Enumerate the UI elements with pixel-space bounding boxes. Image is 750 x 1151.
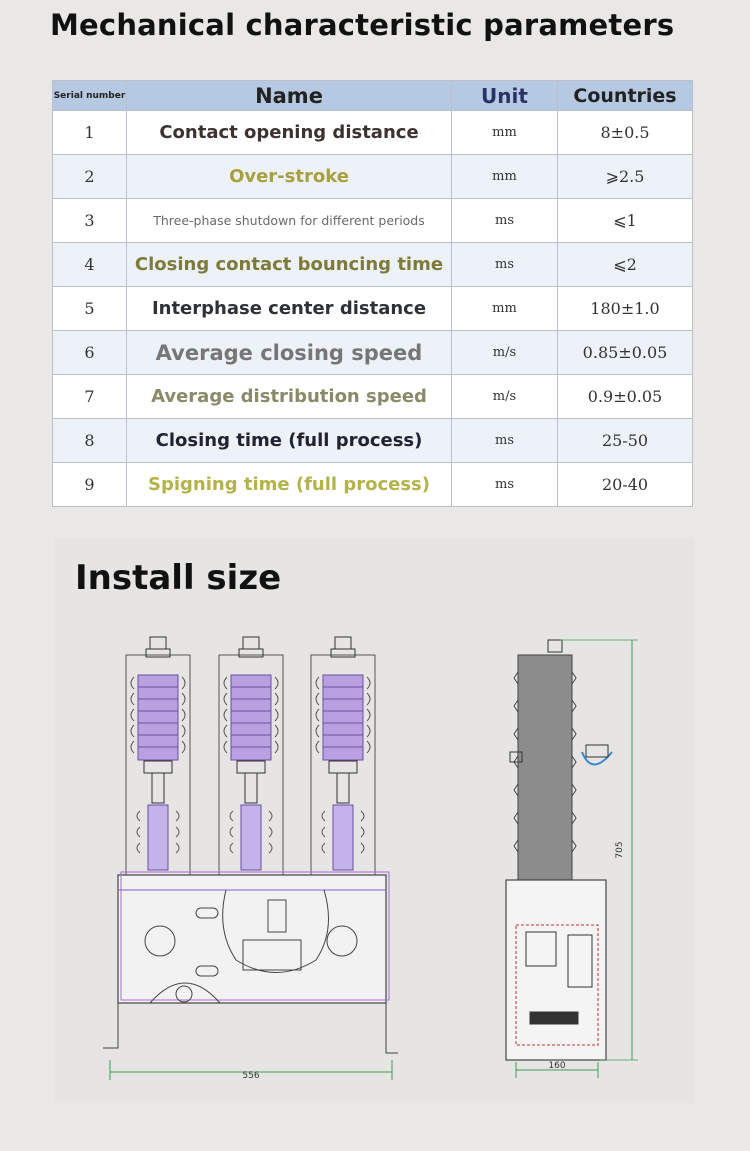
front-view: 556 — [103, 636, 398, 1081]
cell-unit: m/s — [451, 374, 558, 419]
header-countries: Countries — [557, 80, 693, 111]
cell-value: 8±0.5 — [557, 110, 693, 155]
cell-unit: m/s — [451, 330, 558, 375]
cell-value: 25-50 — [557, 418, 693, 463]
cell-name: Average distribution speed — [126, 374, 452, 419]
cell-unit: mm — [451, 154, 558, 199]
cell-serial: 8 — [52, 418, 127, 463]
cell-name: Interphase center distance — [126, 286, 452, 331]
cell-value: ⩾2.5 — [557, 154, 693, 199]
install-title: Install size — [75, 558, 282, 598]
cell-value: 20-40 — [557, 462, 693, 507]
cell-serial: 5 — [52, 286, 127, 331]
cell-unit: ms — [451, 462, 558, 507]
table-row: 5 Interphase center distance mm 180±1.0 — [52, 286, 693, 331]
cell-serial: 3 — [52, 198, 127, 243]
cell-name: Closing time (full process) — [126, 418, 452, 463]
table-row: 3 Three-phase shutdown for different per… — [52, 198, 693, 243]
table-header-row: Serial number Name Unit Countries — [52, 80, 693, 111]
cell-value: 0.85±0.05 — [557, 330, 693, 375]
cell-serial: 6 — [52, 330, 127, 375]
side-view: 705 160 — [505, 639, 638, 1078]
table-row: 1 Contact opening distance mm 8±0.5 — [52, 110, 693, 155]
cell-name: Closing contact bouncing time — [126, 242, 452, 287]
dimension-front-width: 556 — [242, 1071, 259, 1081]
cell-serial: 1 — [52, 110, 127, 155]
cell-value: ⩽1 — [557, 198, 693, 243]
cell-unit: mm — [451, 110, 558, 155]
table-row: 4 Closing contact bouncing time ms ⩽2 — [52, 242, 693, 287]
table-row: 2 Over-stroke mm ⩾2.5 — [52, 154, 693, 199]
cell-value: ⩽2 — [557, 242, 693, 287]
cell-name: Contact opening distance — [126, 110, 452, 155]
table-row: 6 Average closing speed m/s 0.85±0.05 — [52, 330, 693, 375]
cell-serial: 4 — [52, 242, 127, 287]
cell-name: Average closing speed — [126, 330, 452, 375]
page-title: Mechanical characteristic parameters — [50, 8, 675, 42]
dimension-side-width: 160 — [548, 1061, 565, 1071]
header-serial: Serial number — [52, 80, 127, 111]
dimension-side-height: 705 — [615, 841, 625, 858]
table-row: 8 Closing time (full process) ms 25-50 — [52, 418, 693, 463]
table-row: 9 Spigning time (full process) ms 20-40 — [52, 462, 693, 507]
cell-serial: 2 — [52, 154, 127, 199]
cell-name: Over-stroke — [126, 154, 452, 199]
cell-name: Spigning time (full process) — [126, 462, 452, 507]
parameters-table: Serial number Name Unit Countries 1 Cont… — [52, 80, 693, 507]
cell-serial: 7 — [52, 374, 127, 419]
header-unit: Unit — [451, 80, 558, 111]
cell-name: Three-phase shutdown for different perio… — [126, 198, 452, 243]
cell-serial: 9 — [52, 462, 127, 507]
